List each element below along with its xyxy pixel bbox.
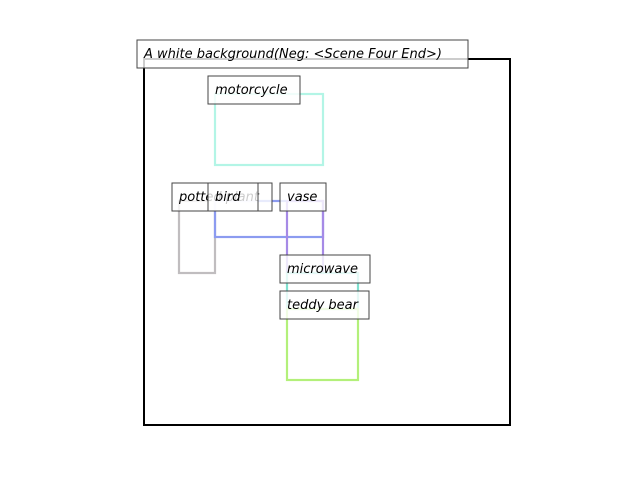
vase-label: vase bbox=[279, 182, 327, 212]
svg-text:motorcycle: motorcycle bbox=[215, 83, 288, 98]
teddy-bear-box bbox=[285, 307, 360, 382]
svg-text:vase: vase bbox=[287, 190, 317, 205]
scene-frame bbox=[143, 58, 511, 426]
bird-label: bird bbox=[207, 182, 259, 212]
svg-text:teddy bear: teddy bear bbox=[287, 298, 360, 313]
microwave-label: microwave bbox=[279, 254, 371, 284]
scene-caption: A white background(Neg: <Scene Four End>… bbox=[136, 39, 469, 69]
motorcycle-box bbox=[213, 92, 325, 167]
svg-text:A white background(Neg: <Scene: A white background(Neg: <Scene Four End>… bbox=[143, 47, 442, 62]
teddy-bear-label: teddy bear bbox=[279, 290, 370, 320]
motorcycle-label: motorcycle bbox=[207, 75, 301, 105]
potted-plant-box bbox=[177, 199, 217, 275]
svg-text:bird: bird bbox=[215, 190, 241, 205]
svg-text:microwave: microwave bbox=[287, 262, 358, 277]
